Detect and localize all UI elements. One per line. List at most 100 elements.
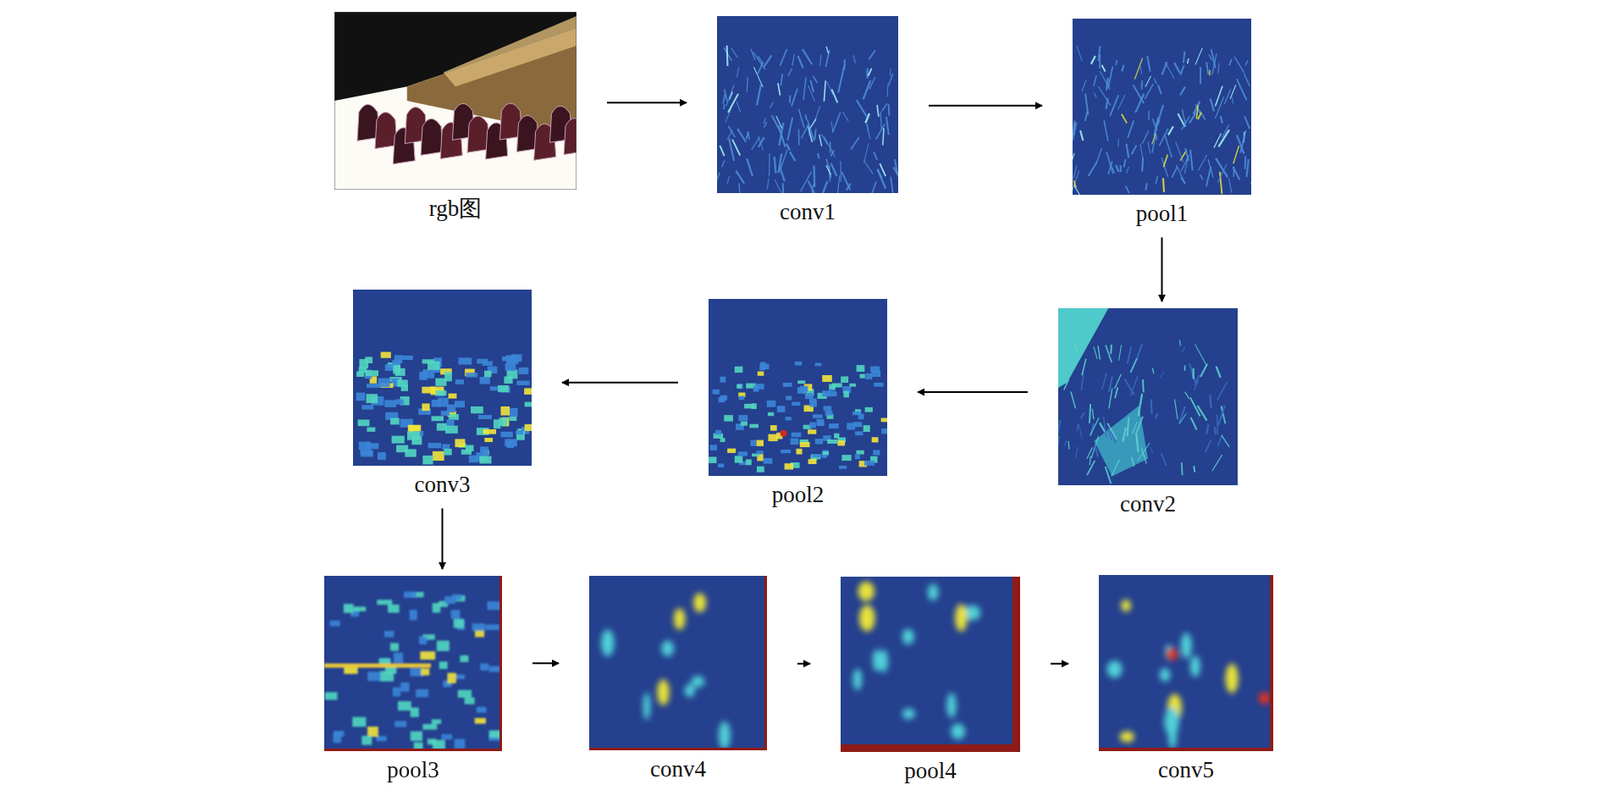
activation-cell bbox=[822, 390, 831, 397]
activation-stroke bbox=[1136, 434, 1138, 453]
activation-stroke bbox=[1179, 340, 1181, 347]
activation-stroke bbox=[731, 48, 738, 58]
activation-cell bbox=[330, 620, 341, 627]
activation-cell bbox=[809, 422, 817, 429]
photo-light bbox=[443, 16, 577, 87]
panel-caption: conv1 bbox=[717, 198, 899, 226]
activation-stroke bbox=[1192, 465, 1196, 473]
activation-cell bbox=[841, 454, 851, 461]
activation-cell bbox=[811, 453, 822, 458]
activation-stroke bbox=[798, 128, 800, 145]
activation-cell bbox=[457, 689, 472, 698]
activation-stroke bbox=[726, 85, 734, 107]
activation-stroke bbox=[877, 104, 879, 117]
activation-cell bbox=[811, 454, 821, 460]
activation-stroke bbox=[866, 123, 871, 139]
activation-cell bbox=[816, 421, 825, 426]
activation-blob bbox=[1120, 599, 1132, 612]
activation-stroke bbox=[1212, 454, 1223, 471]
activation-cell bbox=[365, 369, 379, 376]
activation-stroke bbox=[1217, 164, 1227, 183]
activation-stroke bbox=[824, 136, 836, 157]
activation-stroke bbox=[812, 76, 817, 83]
activation-stroke bbox=[1094, 445, 1098, 457]
activation-cell bbox=[366, 442, 379, 449]
activation-cell bbox=[393, 652, 403, 663]
activation-cell bbox=[800, 441, 811, 447]
activation-cell bbox=[822, 451, 829, 455]
activation-stroke bbox=[1214, 426, 1216, 435]
activation-stroke bbox=[1185, 391, 1190, 399]
activation-cell bbox=[863, 424, 871, 432]
activation-stroke bbox=[735, 171, 745, 184]
activation-stroke bbox=[1122, 427, 1126, 442]
activation-stroke bbox=[809, 118, 817, 129]
activation-cell bbox=[403, 591, 417, 598]
panel-caption: conv2 bbox=[1058, 490, 1238, 518]
activation-stroke bbox=[1180, 86, 1186, 95]
activation-stroke bbox=[882, 103, 888, 111]
activation-stroke bbox=[1089, 417, 1099, 436]
activation-cell bbox=[453, 618, 464, 629]
activation-cell bbox=[444, 595, 456, 604]
activation-cell bbox=[428, 442, 442, 448]
activation-stroke bbox=[1075, 343, 1078, 352]
activation-cell bbox=[362, 404, 375, 409]
activation-cell bbox=[837, 440, 845, 446]
activation-stroke bbox=[1205, 439, 1212, 453]
activation-cell bbox=[483, 429, 497, 435]
activation-stroke bbox=[1130, 358, 1137, 373]
activation-cell bbox=[325, 691, 338, 700]
heatmap-ground bbox=[1098, 574, 1274, 751]
activation-cell bbox=[420, 667, 430, 675]
panel-caption: conv5 bbox=[1098, 755, 1274, 784]
activation-cell bbox=[392, 364, 401, 375]
activation-stroke bbox=[1153, 77, 1157, 84]
activation-cell bbox=[763, 457, 773, 464]
activation-stroke bbox=[1126, 143, 1130, 158]
activation-cell bbox=[759, 365, 766, 370]
activation-stroke bbox=[1108, 388, 1113, 409]
panel-caption: pool3 bbox=[324, 755, 503, 784]
activation-cell bbox=[717, 463, 724, 468]
activation-stroke bbox=[788, 68, 793, 77]
activation-stroke bbox=[1080, 130, 1083, 141]
activation-stroke bbox=[1086, 446, 1093, 458]
activation-blob bbox=[673, 607, 685, 629]
activation-stroke bbox=[1131, 421, 1137, 434]
panel-caption: rgb图 bbox=[334, 194, 577, 222]
activation-stroke bbox=[1200, 174, 1203, 180]
activation-stroke bbox=[1103, 120, 1109, 142]
activation-stroke bbox=[746, 158, 753, 177]
activation-cell bbox=[395, 398, 404, 404]
panel-caption: conv3 bbox=[353, 470, 532, 498]
activation-cell bbox=[360, 450, 374, 457]
activation-cell bbox=[419, 651, 436, 660]
activation-stroke bbox=[856, 99, 867, 116]
activation-stroke bbox=[792, 54, 795, 67]
activation-stroke bbox=[1081, 79, 1087, 92]
activation-cell bbox=[454, 438, 465, 447]
activation-stroke bbox=[1220, 115, 1223, 124]
activation-stroke bbox=[1159, 371, 1164, 378]
activation-stroke bbox=[1206, 424, 1209, 435]
activation-stroke bbox=[1114, 374, 1122, 389]
activation-cell bbox=[865, 407, 873, 413]
activation-cell bbox=[808, 458, 817, 464]
activation-cell bbox=[419, 635, 427, 644]
activation-blob bbox=[1190, 655, 1201, 677]
activation-stroke bbox=[841, 171, 850, 190]
activation-cell bbox=[873, 382, 883, 387]
activation-stroke bbox=[876, 123, 885, 139]
activation-stroke bbox=[1135, 416, 1143, 435]
activation-cell bbox=[812, 413, 823, 419]
activation-group bbox=[601, 592, 731, 750]
activation-stroke bbox=[802, 49, 812, 65]
activation-stroke bbox=[1221, 435, 1230, 447]
activation-cell bbox=[860, 374, 866, 379]
activation-stroke bbox=[788, 94, 792, 103]
activation-stroke bbox=[823, 80, 826, 102]
activation-cell bbox=[343, 603, 354, 613]
activation-cell bbox=[422, 723, 437, 730]
feature-panel: pool2 bbox=[708, 298, 888, 508]
